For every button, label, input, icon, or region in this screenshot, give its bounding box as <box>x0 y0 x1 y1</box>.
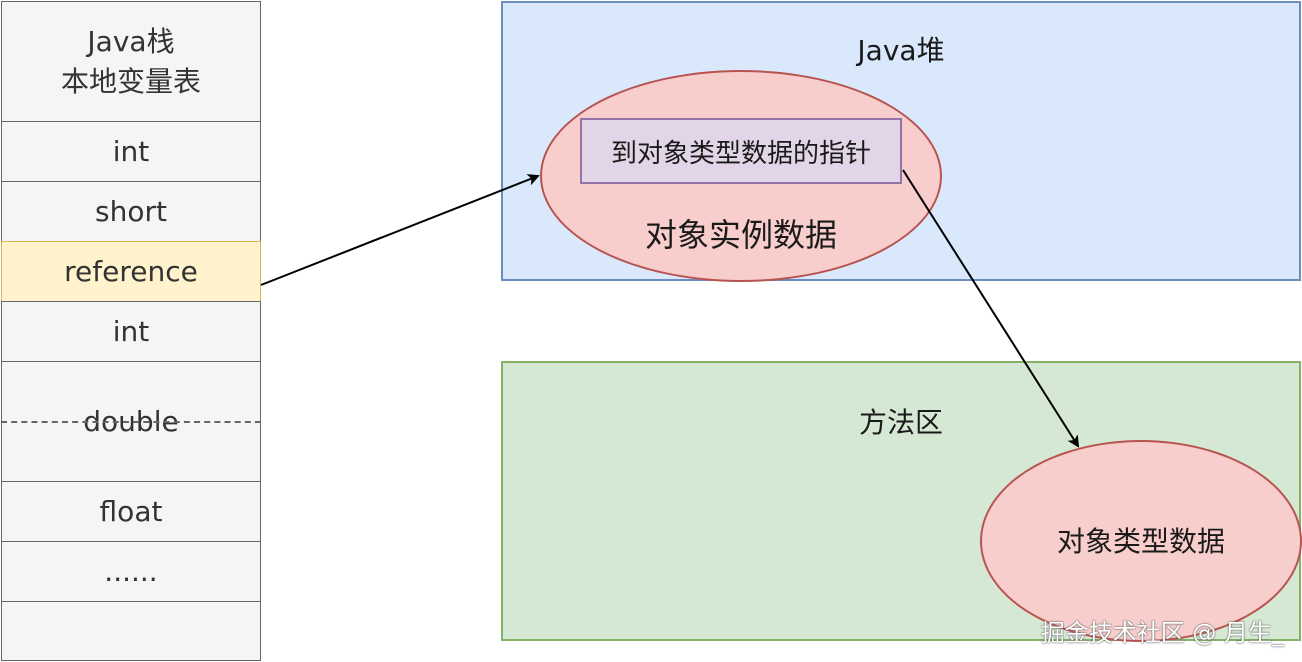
pointer-to-type-arrow <box>902 169 1080 448</box>
object-type-label: 对象类型数据 <box>1056 525 1225 558</box>
method-area-title: 方法区 <box>858 406 943 439</box>
stack-slot-empty <box>1 601 261 661</box>
slot-label: int <box>112 315 150 348</box>
stack-slot-int-1: int <box>1 121 261 182</box>
slot-label: short <box>95 195 167 228</box>
object-instance-label: 对象实例数据 <box>644 216 837 254</box>
slot-label: int <box>112 135 150 168</box>
slot-label: float <box>99 495 163 528</box>
type-pointer-box: 到对象类型数据的指针 <box>580 118 902 184</box>
heap-title: Java堆 <box>857 34 945 67</box>
stack-slot-int-2: int <box>1 301 261 362</box>
watermark: 掘金技术社区 @ 月生_ <box>1040 619 1284 647</box>
double-split-line <box>1 421 261 423</box>
slot-label: ...... <box>104 555 158 588</box>
stack-slot-short: short <box>1 181 261 242</box>
stack-subtitle: 本地变量表 <box>60 64 201 98</box>
stack-header: Java栈 本地变量表 <box>1 1 261 122</box>
reference-to-instance-arrow <box>260 174 540 286</box>
java-stack: Java栈 本地变量表 int short reference int doub… <box>1 1 261 661</box>
object-type-ellipse <box>980 440 1302 642</box>
stack-slot-ellipsis: ...... <box>1 541 261 602</box>
stack-slot-float: float <box>1 481 261 542</box>
slot-label: reference <box>64 255 198 288</box>
stack-title: Java栈 <box>87 24 175 58</box>
type-pointer-label: 到对象类型数据的指针 <box>610 138 871 169</box>
